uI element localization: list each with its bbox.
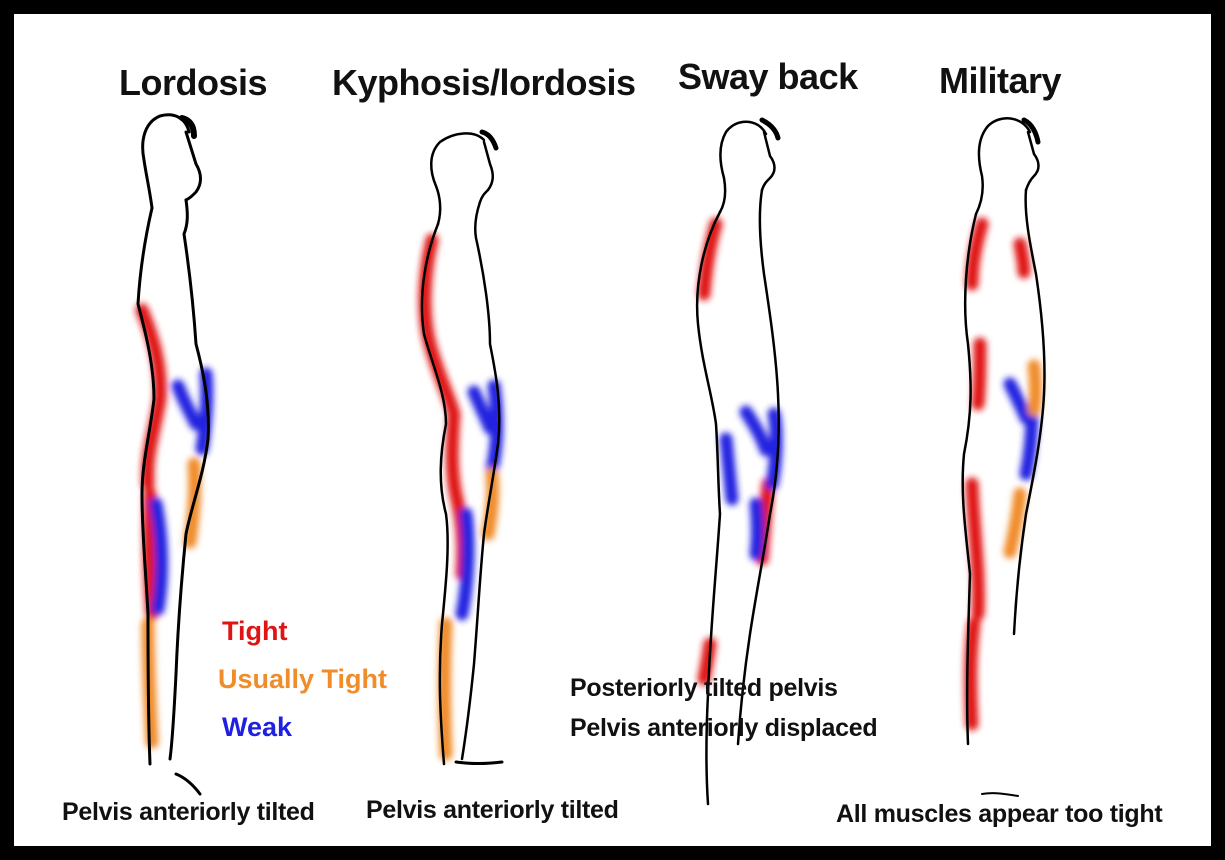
tight-zone <box>972 224 982 284</box>
figure-caption-kyphosis-lordosis: Pelvis anteriorly tilted <box>366 796 619 825</box>
muscle-highlights-sway-back <box>704 224 776 679</box>
weak-zone <box>156 504 162 609</box>
sway-back-note-2: Pelvis anteriorly displaced <box>570 714 877 743</box>
weak-zone <box>746 412 766 450</box>
figure-title-kyphosis-lordosis: Kyphosis/lordosis <box>332 62 636 104</box>
legend-label-tight: Tight <box>222 616 287 647</box>
tight-zone <box>972 484 978 614</box>
figure-lordosis <box>138 115 208 794</box>
usually-tight-zone <box>445 624 447 754</box>
weak-zone <box>756 504 758 554</box>
muscle-highlights-military <box>971 224 1036 724</box>
legend-label-weak: Weak <box>222 712 292 743</box>
weak-zone <box>1010 384 1026 418</box>
weak-zone <box>726 439 732 499</box>
figure-kyphosis-lordosis <box>422 132 502 764</box>
figure-title-sway-back: Sway back <box>678 56 858 98</box>
tight-zone <box>452 414 463 574</box>
figure-title-lordosis: Lordosis <box>119 62 267 104</box>
figure-caption-military: All muscles appear too tight <box>836 800 1162 829</box>
usually-tight-zone <box>1010 494 1020 552</box>
diagram-canvas: Lordosis Kyphosis/lordosis Sway back Mil… <box>14 14 1211 846</box>
muscle-highlights-kyphosis-lordosis <box>425 240 497 754</box>
figure-military <box>963 118 1045 796</box>
weak-zone <box>462 514 468 614</box>
tight-zone <box>978 344 980 404</box>
tight-zone <box>971 624 974 724</box>
weak-zone <box>178 386 196 424</box>
sway-back-note-1: Posteriorly tilted pelvis <box>570 674 838 703</box>
tight-zone <box>1020 244 1024 272</box>
weak-zone <box>474 392 490 428</box>
legend-label-usually-tight: Usually Tight <box>218 664 387 695</box>
usually-tight-zone <box>1034 366 1036 410</box>
figure-caption-lordosis: Pelvis anteriorly tilted <box>62 798 315 827</box>
figure-title-military: Military <box>939 60 1061 102</box>
